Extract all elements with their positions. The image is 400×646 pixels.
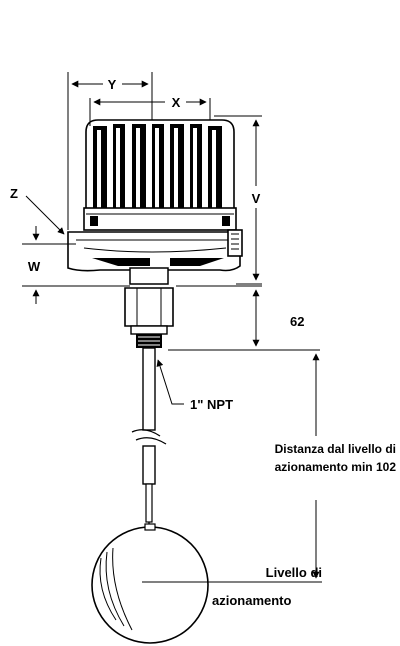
label-npt: 1" NPT: [190, 397, 233, 412]
actuation-level: Livello di azionamento: [142, 565, 322, 608]
dimension-62: 62: [176, 285, 304, 347]
label-distance-line1: Distanza dal livello di: [275, 442, 396, 456]
label-z: Z: [10, 186, 18, 201]
label-level-line2: azionamento: [212, 593, 292, 608]
label-level-line1: Livello di: [266, 565, 322, 580]
label-x: X: [172, 95, 181, 110]
dimension-z-w: Z W: [10, 186, 130, 304]
label-62: 62: [290, 314, 304, 329]
label-w: W: [28, 259, 41, 274]
npt-callout: 1" NPT: [156, 359, 233, 412]
label-y: Y: [108, 77, 117, 92]
dimension-v: V: [214, 115, 262, 285]
dimension-actuation-distance: Distanza dal livello di azionamento min …: [168, 349, 397, 579]
float-ball: [91, 523, 209, 644]
base-flange: [67, 229, 243, 272]
dimension-x: X: [89, 95, 211, 126]
hex-fitting: [124, 267, 174, 348]
label-v: V: [252, 191, 261, 206]
dimension-y: Y: [67, 72, 153, 230]
stem: [131, 347, 167, 528]
housing: [83, 119, 237, 231]
label-distance-line2: azionamento min 102: [275, 460, 397, 474]
